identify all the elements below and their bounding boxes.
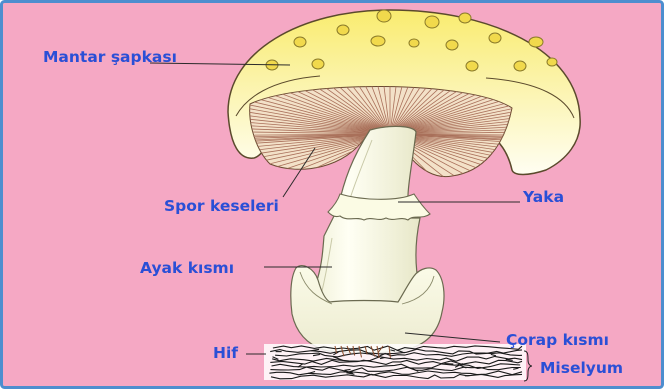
label-volva: Çorap kısmı xyxy=(506,331,609,349)
mycelium xyxy=(264,344,526,380)
label-cap: Mantar şapkası xyxy=(43,48,177,66)
label-ring: Yaka xyxy=(523,188,564,206)
label-hypha: Hif xyxy=(213,344,238,362)
label-stem: Ayak kısmı xyxy=(140,259,234,277)
label-gills: Spor keseleri xyxy=(164,197,279,215)
label-mycelium: Miselyum xyxy=(540,359,623,377)
